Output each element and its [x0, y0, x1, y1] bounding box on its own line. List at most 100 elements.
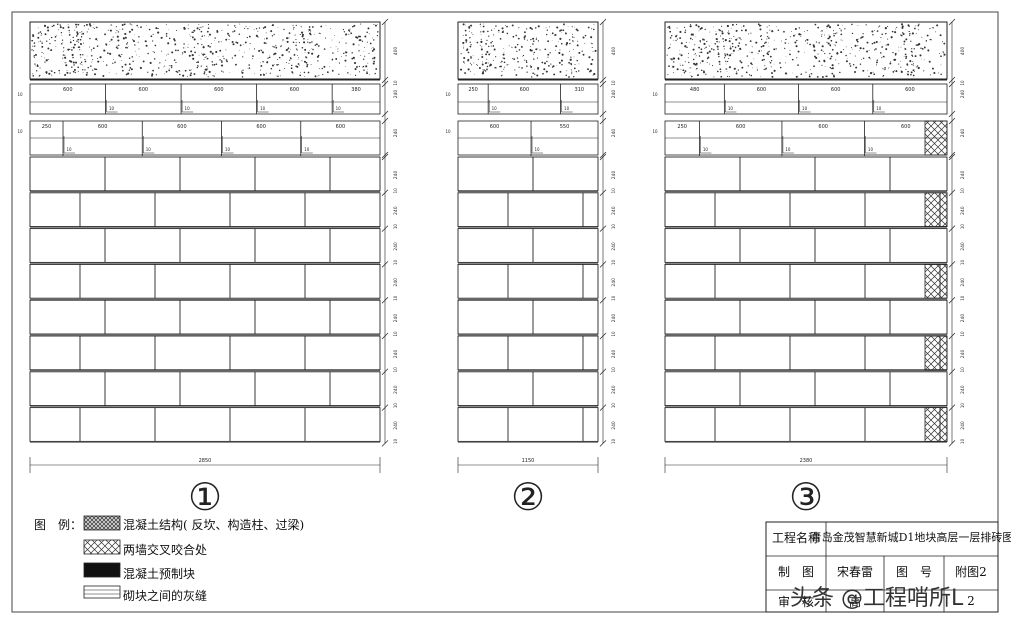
joint-height-label: 10 [611, 224, 616, 230]
concrete-speckle [900, 60, 902, 62]
concrete-speckle [524, 31, 526, 34]
concrete-speckle [572, 33, 574, 35]
concrete-speckle [285, 62, 287, 64]
concrete-speckle [128, 63, 131, 65]
concrete-speckle [532, 40, 535, 42]
dim-tick [599, 225, 607, 232]
concrete-speckle [939, 34, 942, 37]
concrete-speckle [728, 55, 729, 57]
concrete-speckle [719, 68, 722, 71]
concrete-speckle [756, 69, 759, 71]
concrete-speckle [221, 29, 223, 31]
concrete-speckle [217, 56, 219, 57]
dimension-lines: 4001024010240102401024010240102401024010… [29, 18, 966, 473]
joint-label: 10 [492, 106, 498, 111]
concrete-speckle [815, 56, 818, 60]
concrete-speckle [912, 64, 914, 66]
concrete-speckle [570, 62, 572, 65]
joint-marker [799, 100, 811, 113]
concrete-speckle [32, 45, 34, 47]
dim-tick [381, 76, 389, 84]
concrete-speckle [701, 69, 703, 72]
concrete-speckle [501, 74, 503, 76]
concrete-speckle [40, 34, 42, 36]
concrete-speckle [719, 63, 721, 65]
concrete-speckle [912, 52, 913, 54]
concrete-speckle [898, 63, 900, 65]
joint-label: 10 [304, 147, 310, 152]
concrete-speckle [76, 31, 79, 34]
concrete-speckle [84, 60, 87, 63]
concrete-speckle [368, 33, 370, 34]
concrete-speckle [203, 45, 205, 47]
concrete-speckle [771, 72, 773, 75]
concrete-speckle [842, 40, 843, 42]
concrete-speckle [882, 68, 884, 70]
concrete-speckle [194, 51, 196, 54]
concrete-speckle [715, 33, 718, 35]
concrete-speckle [777, 29, 780, 31]
joint-marker [865, 136, 877, 154]
concrete-speckle [675, 35, 677, 38]
brick-course [29, 407, 381, 442]
concrete-speckle [152, 51, 154, 53]
concrete-layer [29, 21, 948, 81]
concrete-speckle [272, 45, 274, 48]
concrete-speckle [249, 26, 250, 27]
concrete-speckle [895, 70, 898, 73]
concrete-speckle [918, 23, 920, 26]
concrete-speckle [126, 47, 129, 49]
concrete-speckle [763, 42, 766, 44]
watermark-text: 头条 @工程哨所L [790, 586, 964, 611]
concrete-speckle [109, 29, 112, 32]
concrete-speckle [266, 61, 269, 64]
concrete-speckle [98, 45, 100, 47]
concrete-speckle [569, 42, 571, 45]
concrete-speckle [467, 58, 470, 61]
concrete-speckle [275, 45, 277, 47]
concrete-speckle [670, 43, 672, 45]
concrete-speckle [728, 76, 730, 78]
concrete-speckle [210, 42, 212, 44]
concrete-speckle [791, 58, 794, 61]
concrete-speckle [288, 51, 290, 53]
concrete-speckle [773, 63, 775, 65]
concrete-speckle [49, 70, 51, 72]
concrete-speckle [717, 48, 719, 50]
concrete-speckle [73, 43, 76, 46]
concrete-speckle [880, 36, 882, 38]
concrete-speckle [533, 53, 534, 55]
concrete-speckle [31, 39, 34, 42]
concrete-speckle [898, 50, 900, 52]
concrete-speckle [187, 46, 189, 48]
concrete-speckle [901, 27, 904, 29]
concrete-speckle [211, 64, 214, 66]
concrete-speckle [829, 52, 831, 55]
dim-tick [599, 332, 607, 340]
concrete-speckle [730, 38, 732, 40]
tb-drawing-no: 附图2 [955, 564, 987, 579]
concrete-speckle [573, 67, 576, 70]
brick-courses: 6001060010600106001038010250106001060010… [17, 83, 948, 443]
concrete-speckle [921, 47, 924, 50]
concrete-speckle [914, 55, 917, 58]
concrete-speckle [517, 37, 520, 40]
course-height-label: 240 [960, 242, 966, 251]
brick-course [29, 228, 381, 263]
course-height-label: 240 [611, 421, 617, 430]
joint-height-label: 10 [611, 188, 616, 194]
concrete-speckle [240, 70, 242, 72]
concrete-speckle [182, 74, 185, 77]
concrete-speckle [822, 50, 824, 52]
concrete-speckle [182, 54, 184, 56]
concrete-speckle [588, 56, 591, 59]
concrete-speckle [668, 46, 671, 49]
concrete-speckle [92, 27, 94, 29]
title-block-grid [765, 521, 999, 613]
concrete-speckle [80, 61, 83, 63]
concrete-speckle [672, 65, 675, 68]
concrete-speckle [247, 68, 249, 69]
concrete-speckle [41, 42, 43, 45]
concrete-speckle [943, 42, 946, 45]
concrete-speckle [876, 61, 878, 64]
